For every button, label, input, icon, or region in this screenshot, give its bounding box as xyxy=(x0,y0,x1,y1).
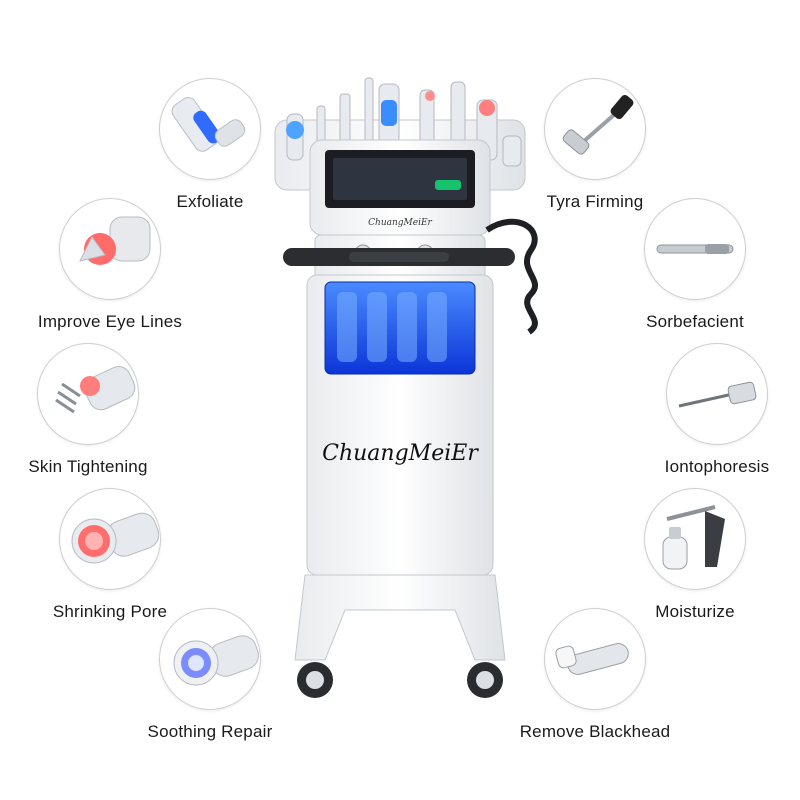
roller-tool-icon xyxy=(544,78,646,180)
feature-shrinking-pore: Shrinking Pore xyxy=(30,488,190,622)
body-logo: ChuangMeiEr xyxy=(322,441,479,466)
feature-improve-eye-lines: Improve Eye Lines xyxy=(30,198,190,332)
cold-hammer-probe-icon xyxy=(59,488,161,590)
feature-label: Tyra Firming xyxy=(546,192,644,211)
feature-tyra-firming: Tyra Firming xyxy=(515,78,675,212)
beauty-machine: ChuangMeiEr ChuangMeiEr xyxy=(255,70,545,710)
feature-label: Iontophoresis xyxy=(664,457,770,476)
ion-needle-probe-icon xyxy=(666,343,768,445)
feature-exfoliate: Exfoliate xyxy=(130,78,290,212)
feature-label: Exfoliate xyxy=(176,192,244,211)
feature-label: Skin Tightening xyxy=(28,457,148,476)
beauty-machine-illustration: ChuangMeiEr ChuangMeiEr xyxy=(274,77,538,698)
feature-label: Soothing Repair xyxy=(147,722,273,741)
coiled-cable xyxy=(485,218,538,335)
micro-current-pen-icon xyxy=(644,198,746,300)
feature-moisturize: Moisturize xyxy=(615,488,775,622)
feature-label: Improve Eye Lines xyxy=(37,312,183,331)
feature-label: Shrinking Pore xyxy=(52,602,168,621)
red-light-cone-probe-icon xyxy=(59,198,161,300)
feature-remove-blackhead: Remove Blackhead xyxy=(515,608,675,742)
hydra-peel-probe-icon xyxy=(159,78,261,180)
caster-wheels xyxy=(297,662,503,698)
feature-skin-tightening: Skin Tightening xyxy=(8,343,168,477)
blue-light-probe-icon xyxy=(159,608,261,710)
screen-logo: ChuangMeiEr xyxy=(368,218,432,228)
rf-roller-probe-icon xyxy=(37,343,139,445)
feature-iontophoresis: Iontophoresis xyxy=(637,343,797,477)
oxygen-spray-gun-icon xyxy=(644,488,746,590)
feature-soothing-repair: Soothing Repair xyxy=(130,608,290,742)
feature-label: Remove Blackhead xyxy=(519,722,671,741)
feature-label: Moisturize xyxy=(655,602,735,621)
vacuum-suction-probe-icon xyxy=(544,608,646,710)
feature-sorbefacient: Sorbefacient xyxy=(615,198,775,332)
feature-label: Sorbefacient xyxy=(646,312,744,331)
